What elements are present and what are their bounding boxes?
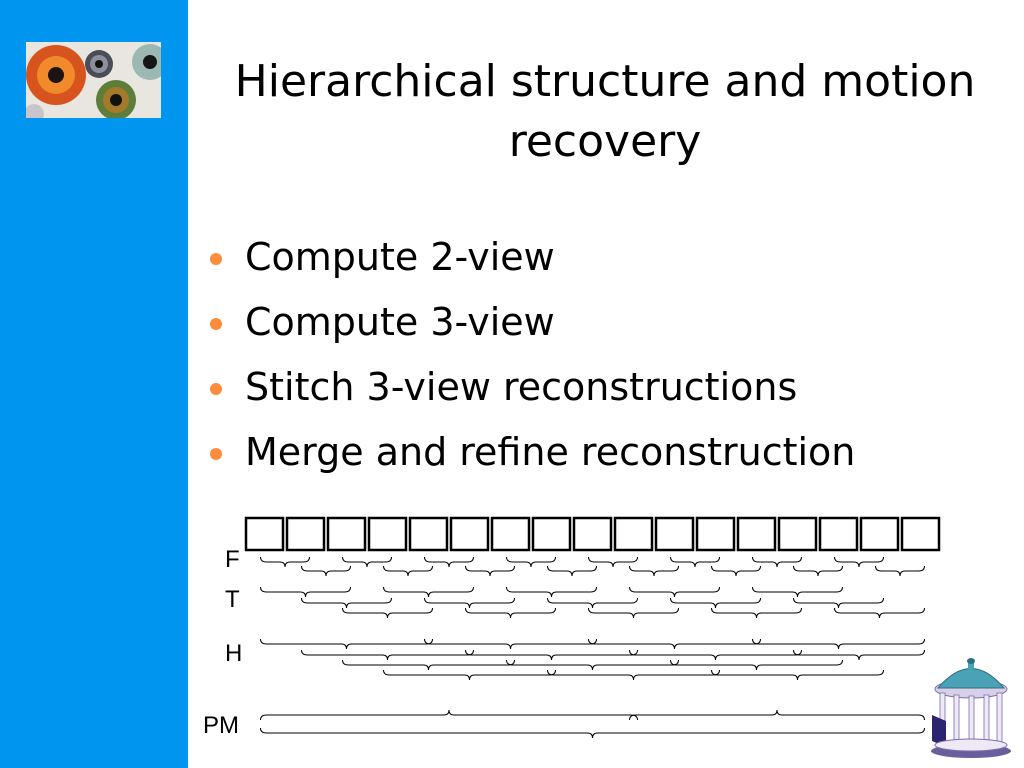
brace-pm [260,709,638,721]
brace-f [711,565,761,577]
brace-f [834,556,884,568]
bullet-item: Merge and refine reconstruction [205,427,855,492]
frame-box [490,516,531,552]
brace-t [711,607,802,619]
brace-f [465,565,515,577]
brace-f [752,556,802,568]
brace-h [793,649,925,661]
frame-box [408,516,449,552]
frame-box [531,516,572,552]
bullet-dot-icon [210,383,222,395]
brace-f [670,556,720,568]
frame-box [695,516,736,552]
brace-f [424,556,474,568]
brace-t [547,597,638,609]
bullet-text: Stitch 3-view reconstructions [245,365,798,409]
bullet-text: Merge and refine reconstruction [245,430,856,474]
brace-h [752,638,925,650]
brace-h [711,669,884,681]
frame-box [449,516,490,552]
brace-f [588,556,638,568]
brace-h [547,669,720,681]
hierarchy-diagram-svg [244,516,941,739]
brace-t [301,597,392,609]
brace-t [670,597,761,609]
brace-f [547,565,597,577]
bullet-item: Compute 2-view [205,232,855,297]
brace-f [793,565,843,577]
brace-h [424,638,597,650]
brace-pm [629,709,925,721]
frame-box [572,516,613,552]
bullet-item: Stitch 3-view reconstructions [205,362,855,427]
frame-box [818,516,859,552]
label-t: T [225,586,240,613]
sidebar [0,0,188,768]
brace-t [383,586,474,598]
brace-h [629,649,802,661]
eyes-logo [26,42,161,118]
brace-f [629,565,679,577]
brace-f [260,556,310,568]
brace-t [506,586,597,598]
bullet-dot-icon [210,448,222,460]
brace-f [875,565,925,577]
brace-h [260,638,433,650]
frame-box [777,516,818,552]
brace-h [506,659,679,671]
brace-t [834,607,925,619]
brace-t [260,586,351,598]
bullet-dot-icon [210,318,222,330]
bullet-list: Compute 2-view Compute 3-view Stitch 3-v… [205,232,855,492]
brace-t [793,597,884,609]
brace-h [301,649,474,661]
frame-box [326,516,367,552]
frame-box [285,516,326,552]
brace-h [383,669,556,681]
brace-t [424,597,515,609]
brace-t [629,586,720,598]
frame-box [367,516,408,552]
slide-title: Hierarchical structure and motion recove… [234,56,976,167]
brace-f [342,556,392,568]
brace-t [465,607,556,619]
label-h: H [225,640,243,667]
frame-box [244,516,285,552]
hierarchy-diagram: F T H PM [195,510,955,760]
bullet-text: Compute 2-view [245,235,555,279]
frame-box [859,516,900,552]
brace-h [588,638,761,650]
brace-f [301,565,351,577]
frame-box [736,516,777,552]
old-well-logo [924,655,1019,760]
label-f: F [225,546,240,573]
brace-t [588,607,679,619]
brace-h [465,649,638,661]
brace-pm [260,727,925,739]
frame-box [613,516,654,552]
frame-box [900,516,941,552]
bullet-dot-icon [210,253,222,265]
bullet-item: Compute 3-view [205,297,855,362]
brace-t [342,607,433,619]
frame-box [654,516,695,552]
brace-t [752,586,843,598]
bullet-text: Compute 3-view [245,300,555,344]
brace-h [670,659,843,671]
brace-f [506,556,556,568]
label-pm: PM [203,712,239,739]
brace-h [342,659,515,671]
brace-f [383,565,433,577]
